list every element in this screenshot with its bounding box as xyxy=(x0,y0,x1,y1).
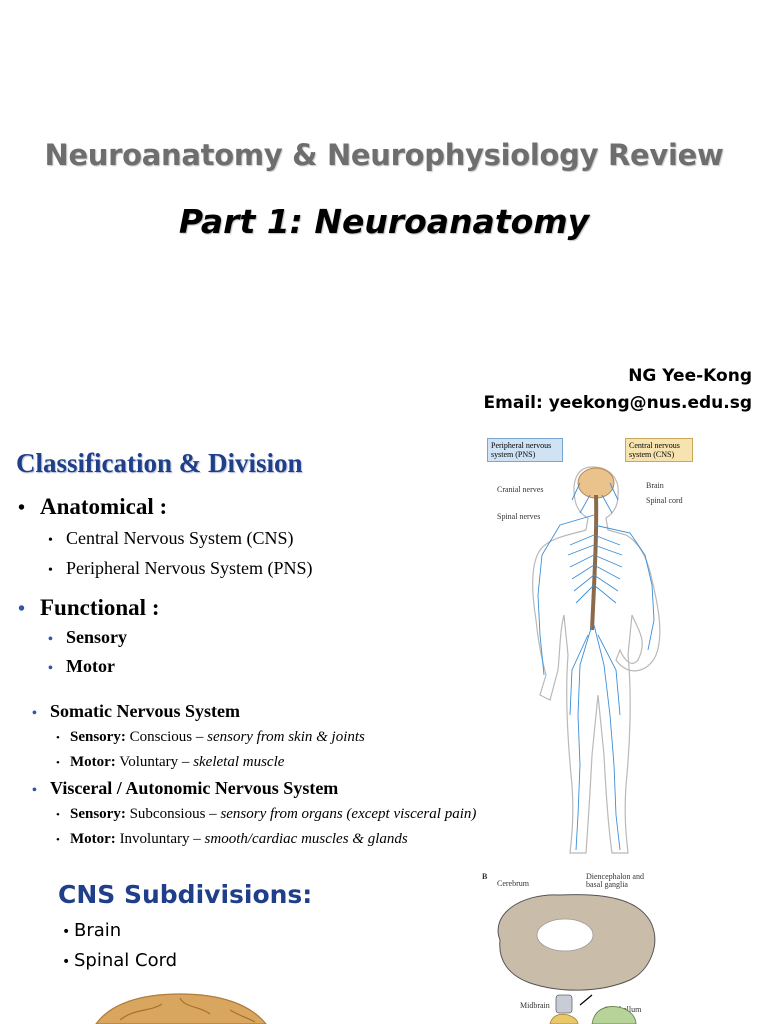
somatic-motor: •Motor: Voluntary – skeletal muscle xyxy=(56,754,285,770)
list-item: •Peripheral Nervous System (PNS) xyxy=(48,558,313,578)
nervous-system-figure xyxy=(532,466,661,854)
pns-label-box: Peripheral nervous system (PNS) xyxy=(487,438,563,462)
brain-label-midbrain: Midbrain xyxy=(520,1001,550,1010)
anatomical-heading: •Anatomical : xyxy=(18,494,168,519)
bullet-icon: • xyxy=(56,834,60,846)
brain-shape xyxy=(577,467,615,499)
bullet-icon: • xyxy=(48,533,53,548)
list-item: •Central Nervous System (CNS) xyxy=(48,528,294,548)
bullet-icon: • xyxy=(32,706,37,721)
body-outline xyxy=(532,466,661,854)
bullet-icon: • xyxy=(48,563,53,578)
arrow-icon xyxy=(579,994,593,1006)
fig-label-spinal-nerves: Spinal nerves xyxy=(497,512,541,521)
bullet-icon: • xyxy=(18,598,26,620)
bullet-icon: • xyxy=(56,809,60,821)
spinal-cord-shape xyxy=(590,494,599,631)
cerebellum-shape xyxy=(591,1006,637,1024)
pons-shape xyxy=(549,1013,579,1024)
brain-label-diencephalon: Diencephalon and basal ganglia xyxy=(586,872,644,889)
functional-heading: •Functional : xyxy=(18,595,160,620)
bullet-icon: • xyxy=(48,632,53,647)
fig-label-cranial: Cranial nerves xyxy=(497,485,544,494)
fig-label-spinal-cord: Spinal cord xyxy=(646,496,683,505)
visceral-motor: •Motor: Involuntary – smooth/cardiac mus… xyxy=(56,831,408,847)
fig-label-brain: Brain xyxy=(646,481,664,490)
subtitle: Part 1: Neuroanatomy xyxy=(178,202,590,241)
visceral-sensory: •Sensory: Subconsious – sensory from org… xyxy=(56,806,477,822)
bullet-icon: • xyxy=(62,954,71,970)
title-slide: Neuroanatomy & Neurophysiology Review Pa… xyxy=(0,0,768,420)
midbrain-shape xyxy=(555,994,573,1014)
list-item: •Brain xyxy=(62,920,122,941)
author-email: Email: yeekong@nus.edu.sg xyxy=(483,393,752,413)
bullet-icon: • xyxy=(56,732,60,744)
author-name: NG Yee-Kong xyxy=(628,366,752,386)
list-item: •Motor xyxy=(48,656,115,676)
brain-photo xyxy=(95,993,267,1024)
cns-subdivisions-title: CNS Subdivisions: xyxy=(58,880,313,909)
somatic-heading: •Somatic Nervous System xyxy=(32,701,240,721)
cns-label-box: Central nervous system (CNS) xyxy=(625,438,693,462)
bullet-icon: • xyxy=(62,924,71,940)
list-item: •Spinal Cord xyxy=(62,950,178,971)
panel-letter: B xyxy=(482,872,488,881)
nerve-network xyxy=(537,482,655,851)
diencephalon-shape xyxy=(536,918,594,952)
bullet-icon: • xyxy=(48,661,53,676)
somatic-sensory: •Sensory: Conscious – sensory from skin … xyxy=(56,729,365,745)
list-item: •Sensory xyxy=(48,627,128,647)
bullet-icon: • xyxy=(32,783,37,798)
section-title-classification: Classification & Division xyxy=(16,448,303,478)
main-title: Neuroanatomy & Neurophysiology Review xyxy=(44,138,724,172)
brain-label-cerebrum: Cerebrum xyxy=(497,879,529,888)
brain-diagram xyxy=(497,894,656,1024)
bullet-icon: • xyxy=(56,757,60,769)
visceral-heading: •Visceral / Autonomic Nervous System xyxy=(32,778,339,798)
bullet-icon: • xyxy=(18,497,26,519)
